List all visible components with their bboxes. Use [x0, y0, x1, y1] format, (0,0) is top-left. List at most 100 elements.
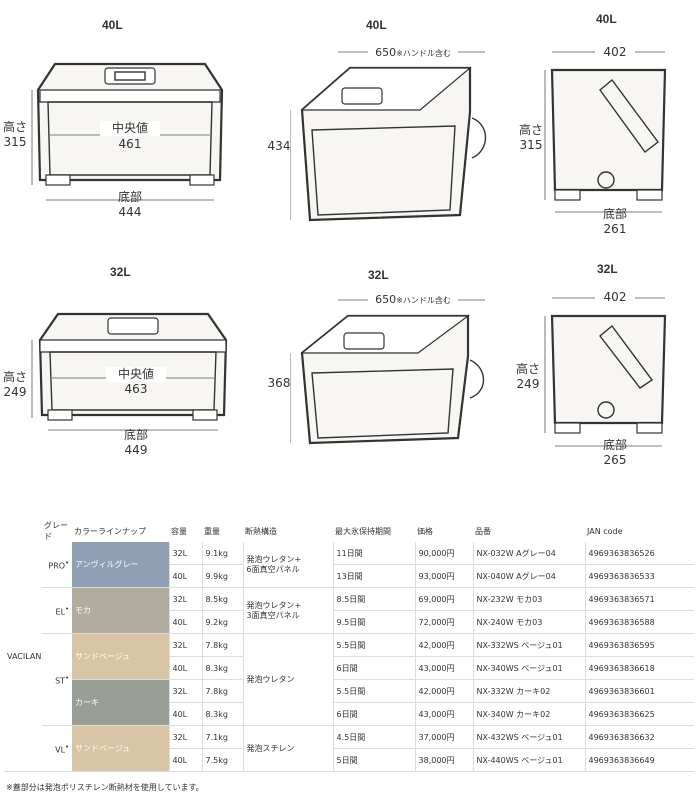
side-32-bottom-label: 底部: [602, 438, 627, 452]
weight-cell: 7.8kg: [202, 679, 244, 703]
color-swatch-vl: サンドベージュ: [72, 725, 170, 772]
weight-cell: 9.2kg: [202, 610, 244, 634]
front-32-mid-value: 463: [124, 382, 148, 396]
ice-cell: 5.5日間: [333, 633, 416, 657]
weight-cell: 8.3kg: [202, 656, 244, 680]
jan-cell: 4969363836618: [585, 656, 694, 680]
grade-st-suffix: •: [65, 673, 69, 682]
model-cell: NX-340W カーキ02: [473, 702, 586, 726]
oblique-32-width-value: 650※ハンドル含む: [368, 292, 458, 308]
cap-cell: 40L: [169, 702, 203, 726]
front-32-mid-label: 中央値: [106, 367, 166, 382]
ice-cell: 8.5日間: [333, 587, 416, 611]
spec-table-header: グレード カラーラインナップ 容量 重量 断熱構造 最大氷保持期間 価格 品番 …: [4, 520, 694, 542]
weight-cell: 7.5kg: [202, 748, 244, 772]
size-label-oblique-40: 40L: [366, 18, 387, 32]
price-cell: 93,000円: [415, 564, 474, 588]
table-row: 40L 7.5kg 5日間 38,000円 NX-440WS ベージュ01 49…: [4, 748, 694, 772]
jan-cell: 4969363836533: [585, 564, 694, 588]
grade-el-suffix: •: [65, 604, 69, 613]
front-40-bottom-label: 底部: [117, 190, 142, 204]
model-cell: NX-240W モカ03: [473, 610, 586, 634]
table-row: ST• サンドベージュ 32L 7.8kg 発泡ウレタン 5.5日間 42,00…: [4, 633, 694, 726]
header-weight: 重量: [202, 520, 243, 542]
front-32-bottom-value: 449: [124, 443, 148, 457]
jan-cell: 4969363836625: [585, 702, 694, 726]
front-32-bottom-label: 底部: [123, 428, 148, 442]
side-40-bottom-value: 261: [603, 222, 627, 236]
insulation-el: 発泡ウレタン+ 3面真空パネル: [243, 587, 334, 634]
grade-el: EL•: [42, 587, 72, 634]
header-ice: 最大氷保持期間: [333, 520, 415, 542]
ice-cell: 6日間: [333, 656, 416, 680]
weight-cell: 7.8kg: [202, 633, 244, 657]
cap-cell: 32L: [169, 587, 203, 611]
front-40-mid-value: 461: [118, 137, 142, 151]
price-cell: 42,000円: [415, 679, 474, 703]
model-cell: NX-332WS ベージュ01: [473, 633, 586, 657]
header-model: 品番: [473, 520, 585, 542]
front-view-32-drawing: [31, 312, 228, 431]
side-view-40-drawing: [544, 51, 667, 213]
front-40-height-value: 315: [3, 135, 27, 149]
side-32-width-value: 402: [595, 290, 635, 305]
oblique-32-width-note: ※ハンドル含む: [396, 296, 451, 305]
price-cell: 72,000円: [415, 610, 474, 634]
oblique-view-40-drawing: [290, 51, 487, 222]
color-swatch-el: モカ: [72, 587, 170, 634]
cap-cell: 32L: [169, 633, 203, 657]
price-cell: 69,000円: [415, 587, 474, 611]
cap-cell: 32L: [169, 542, 203, 565]
front-40-height-label: 高さ: [2, 120, 27, 134]
jan-cell: 4969363836571: [585, 587, 694, 611]
jan-cell: 4969363836526: [585, 542, 694, 565]
insulation-st: 発泡ウレタン: [243, 633, 334, 726]
size-label-front-32: 32L: [110, 265, 131, 279]
insulation-pro: 発泡ウレタン+ 6面真空パネル: [243, 542, 334, 588]
model-cell: NX-032W Aグレー04: [473, 542, 586, 565]
side-view-32-drawing: [544, 297, 667, 447]
price-cell: 37,000円: [415, 725, 474, 749]
table-row: 40L 9.9kg 13日間 93,000円 NX-040W Aグレー04 49…: [4, 564, 694, 588]
oblique-32-width-number: 650: [375, 293, 397, 306]
size-label-side-40: 40L: [596, 12, 617, 26]
size-label-front-40: 40L: [102, 18, 123, 32]
weight-cell: 9.9kg: [202, 564, 244, 588]
header-insulation: 断熱構造: [243, 520, 333, 542]
cap-cell: 40L: [169, 748, 203, 772]
front-32-height-label: 高さ: [2, 370, 27, 384]
price-cell: 90,000円: [415, 542, 474, 565]
grade-vl-name: VL: [55, 745, 66, 755]
grade-pro: PRO•: [42, 542, 72, 588]
side-32-height-value: 249: [516, 377, 540, 391]
header-color: カラーラインナップ: [72, 520, 169, 542]
price-cell: 43,000円: [415, 656, 474, 680]
model-cell: NX-040W Aグレー04: [473, 564, 586, 588]
side-32-bottom-value: 265: [603, 453, 627, 467]
oblique-40-width-value: 650※ハンドル含む: [368, 45, 458, 61]
model-cell: NX-432WS ベージュ01: [473, 725, 586, 749]
ice-cell: 13日間: [333, 564, 416, 588]
grade-el-name: EL: [55, 607, 66, 617]
model-cell: NX-332W カーキ02: [473, 679, 586, 703]
ice-cell: 5日間: [333, 748, 416, 772]
price-cell: 42,000円: [415, 633, 474, 657]
header-grade: グレード: [42, 520, 72, 542]
color-swatch-pro: アンヴィルグレー: [72, 542, 170, 588]
size-label-oblique-32: 32L: [368, 268, 389, 282]
jan-cell: 4969363836649: [585, 748, 694, 772]
header-capacity: 容量: [169, 520, 202, 542]
cap-cell: 40L: [169, 564, 203, 588]
ice-cell: 4.5日間: [333, 725, 416, 749]
grade-vl: VL•: [42, 725, 72, 772]
model-cell: NX-232W モカ03: [473, 587, 586, 611]
cap-cell: 32L: [169, 725, 203, 749]
side-40-width-value: 402: [595, 45, 635, 60]
table-row: 40L 9.2kg 9.5日間 72,000円 NX-240W モカ03 496…: [4, 610, 694, 634]
oblique-view-32-drawing: [290, 299, 485, 445]
side-40-bottom-label: 底部: [602, 207, 627, 221]
grade-st: ST•: [42, 633, 72, 726]
model-cell: NX-340WS ベージュ01: [473, 656, 586, 680]
spec-table: グレード カラーラインナップ 容量 重量 断熱構造 最大氷保持期間 価格 品番 …: [4, 520, 694, 772]
weight-cell: 9.1kg: [202, 542, 244, 565]
